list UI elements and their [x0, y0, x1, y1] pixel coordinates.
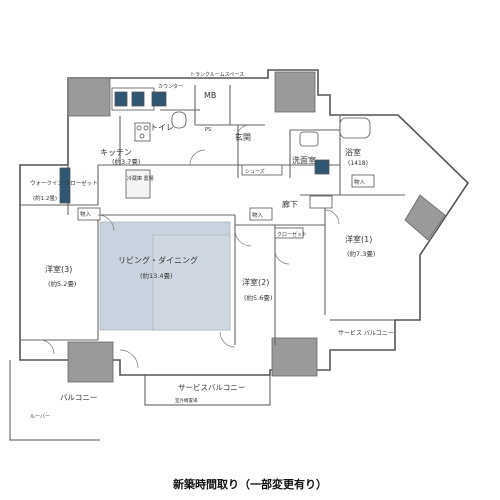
label-storage: 物入 [354, 178, 366, 186]
column [67, 341, 114, 383]
room-balcony: バルコニー [60, 393, 97, 402]
small-labels: トランクルームスペース カウンター 冷蔵庫 置場 PS シューズ 物入 物入 物… [30, 72, 366, 420]
room-toilet: トイレ [150, 123, 174, 132]
interior-walls [20, 85, 405, 345]
structural-columns [67, 71, 446, 383]
label-top-space: トランクルームスペース [190, 72, 244, 78]
column [274, 71, 316, 113]
room-walk-in-size: (約1.2畳) [33, 194, 57, 202]
living-floor-light [152, 234, 231, 331]
room-walk-in: ウォークイン クローゼット [30, 179, 98, 187]
label-counter: カウンター [158, 83, 183, 90]
room-bath-size: (1418) [348, 160, 368, 167]
closet-marker [274, 227, 304, 239]
washing-machine [314, 159, 330, 175]
sink [114, 91, 128, 107]
column [67, 77, 111, 117]
room-mb: MB [204, 91, 216, 100]
room-service-balcony-right: サービス バルコニー [338, 329, 394, 337]
room-living-dining: リビング・ダイニング [118, 255, 198, 265]
room-corridor: 廊下 [282, 199, 298, 209]
column [404, 194, 446, 241]
label-storage: 物入 [80, 210, 92, 218]
wash-basin [299, 131, 319, 147]
room-western3-size: (約5.2畳) [48, 279, 76, 288]
label-fridge: 冷蔵庫 置場 [127, 175, 154, 182]
room-western1-size: (約7.3畳) [347, 249, 375, 258]
bath-tub [339, 117, 371, 139]
room-western2-size: (約5.6畳) [244, 293, 272, 302]
room-western3: 洋室(3) [45, 264, 72, 274]
floor-plan: キッチン (約3.7畳) トイレ MB 玄関 浴室 (1418) 洗面室 廊下 … [9, 69, 470, 441]
toilet-fixture [171, 111, 187, 129]
room-bath: 浴室 [345, 147, 361, 157]
room-labels: キッチン (約3.7畳) トイレ MB 玄関 浴室 (1418) 洗面室 廊下 … [30, 91, 394, 402]
room-entrance: 玄関 [235, 132, 251, 142]
label-closet: クローゼット [277, 231, 307, 238]
sink [131, 91, 145, 107]
label-storage: 物入 [252, 211, 264, 219]
column [271, 337, 318, 377]
room-living-dining-size: (約13.4畳) [140, 271, 173, 280]
label-shoe: シューズ [245, 168, 265, 175]
fixtures [59, 87, 375, 239]
room-service-balcony: サービスバルコニー [178, 383, 245, 392]
door-swings [39, 124, 340, 369]
room-western2: 洋室(2) [242, 277, 269, 287]
label-louver: ルーバー [30, 414, 50, 420]
floor-plan-caption: 新築時間取り（一部変更有り） [173, 478, 327, 491]
shoe-box [241, 164, 283, 176]
storage-unit [309, 195, 333, 209]
walk-in-shelf [59, 167, 71, 204]
room-kitchen: キッチン [100, 148, 132, 157]
room-western1: 洋室(1) [345, 234, 372, 244]
label-ps: PS [205, 127, 211, 133]
storage-unit [351, 174, 375, 188]
label-outdoor-unit: 室外機置場 [175, 397, 198, 404]
fridge [125, 169, 151, 199]
kitchen-unit [151, 91, 167, 107]
storage-unit [249, 207, 273, 221]
room-kitchen-size: (約3.7畳) [112, 157, 140, 166]
room-washroom: 洗面室 [292, 155, 316, 165]
storage-unit [77, 207, 101, 221]
